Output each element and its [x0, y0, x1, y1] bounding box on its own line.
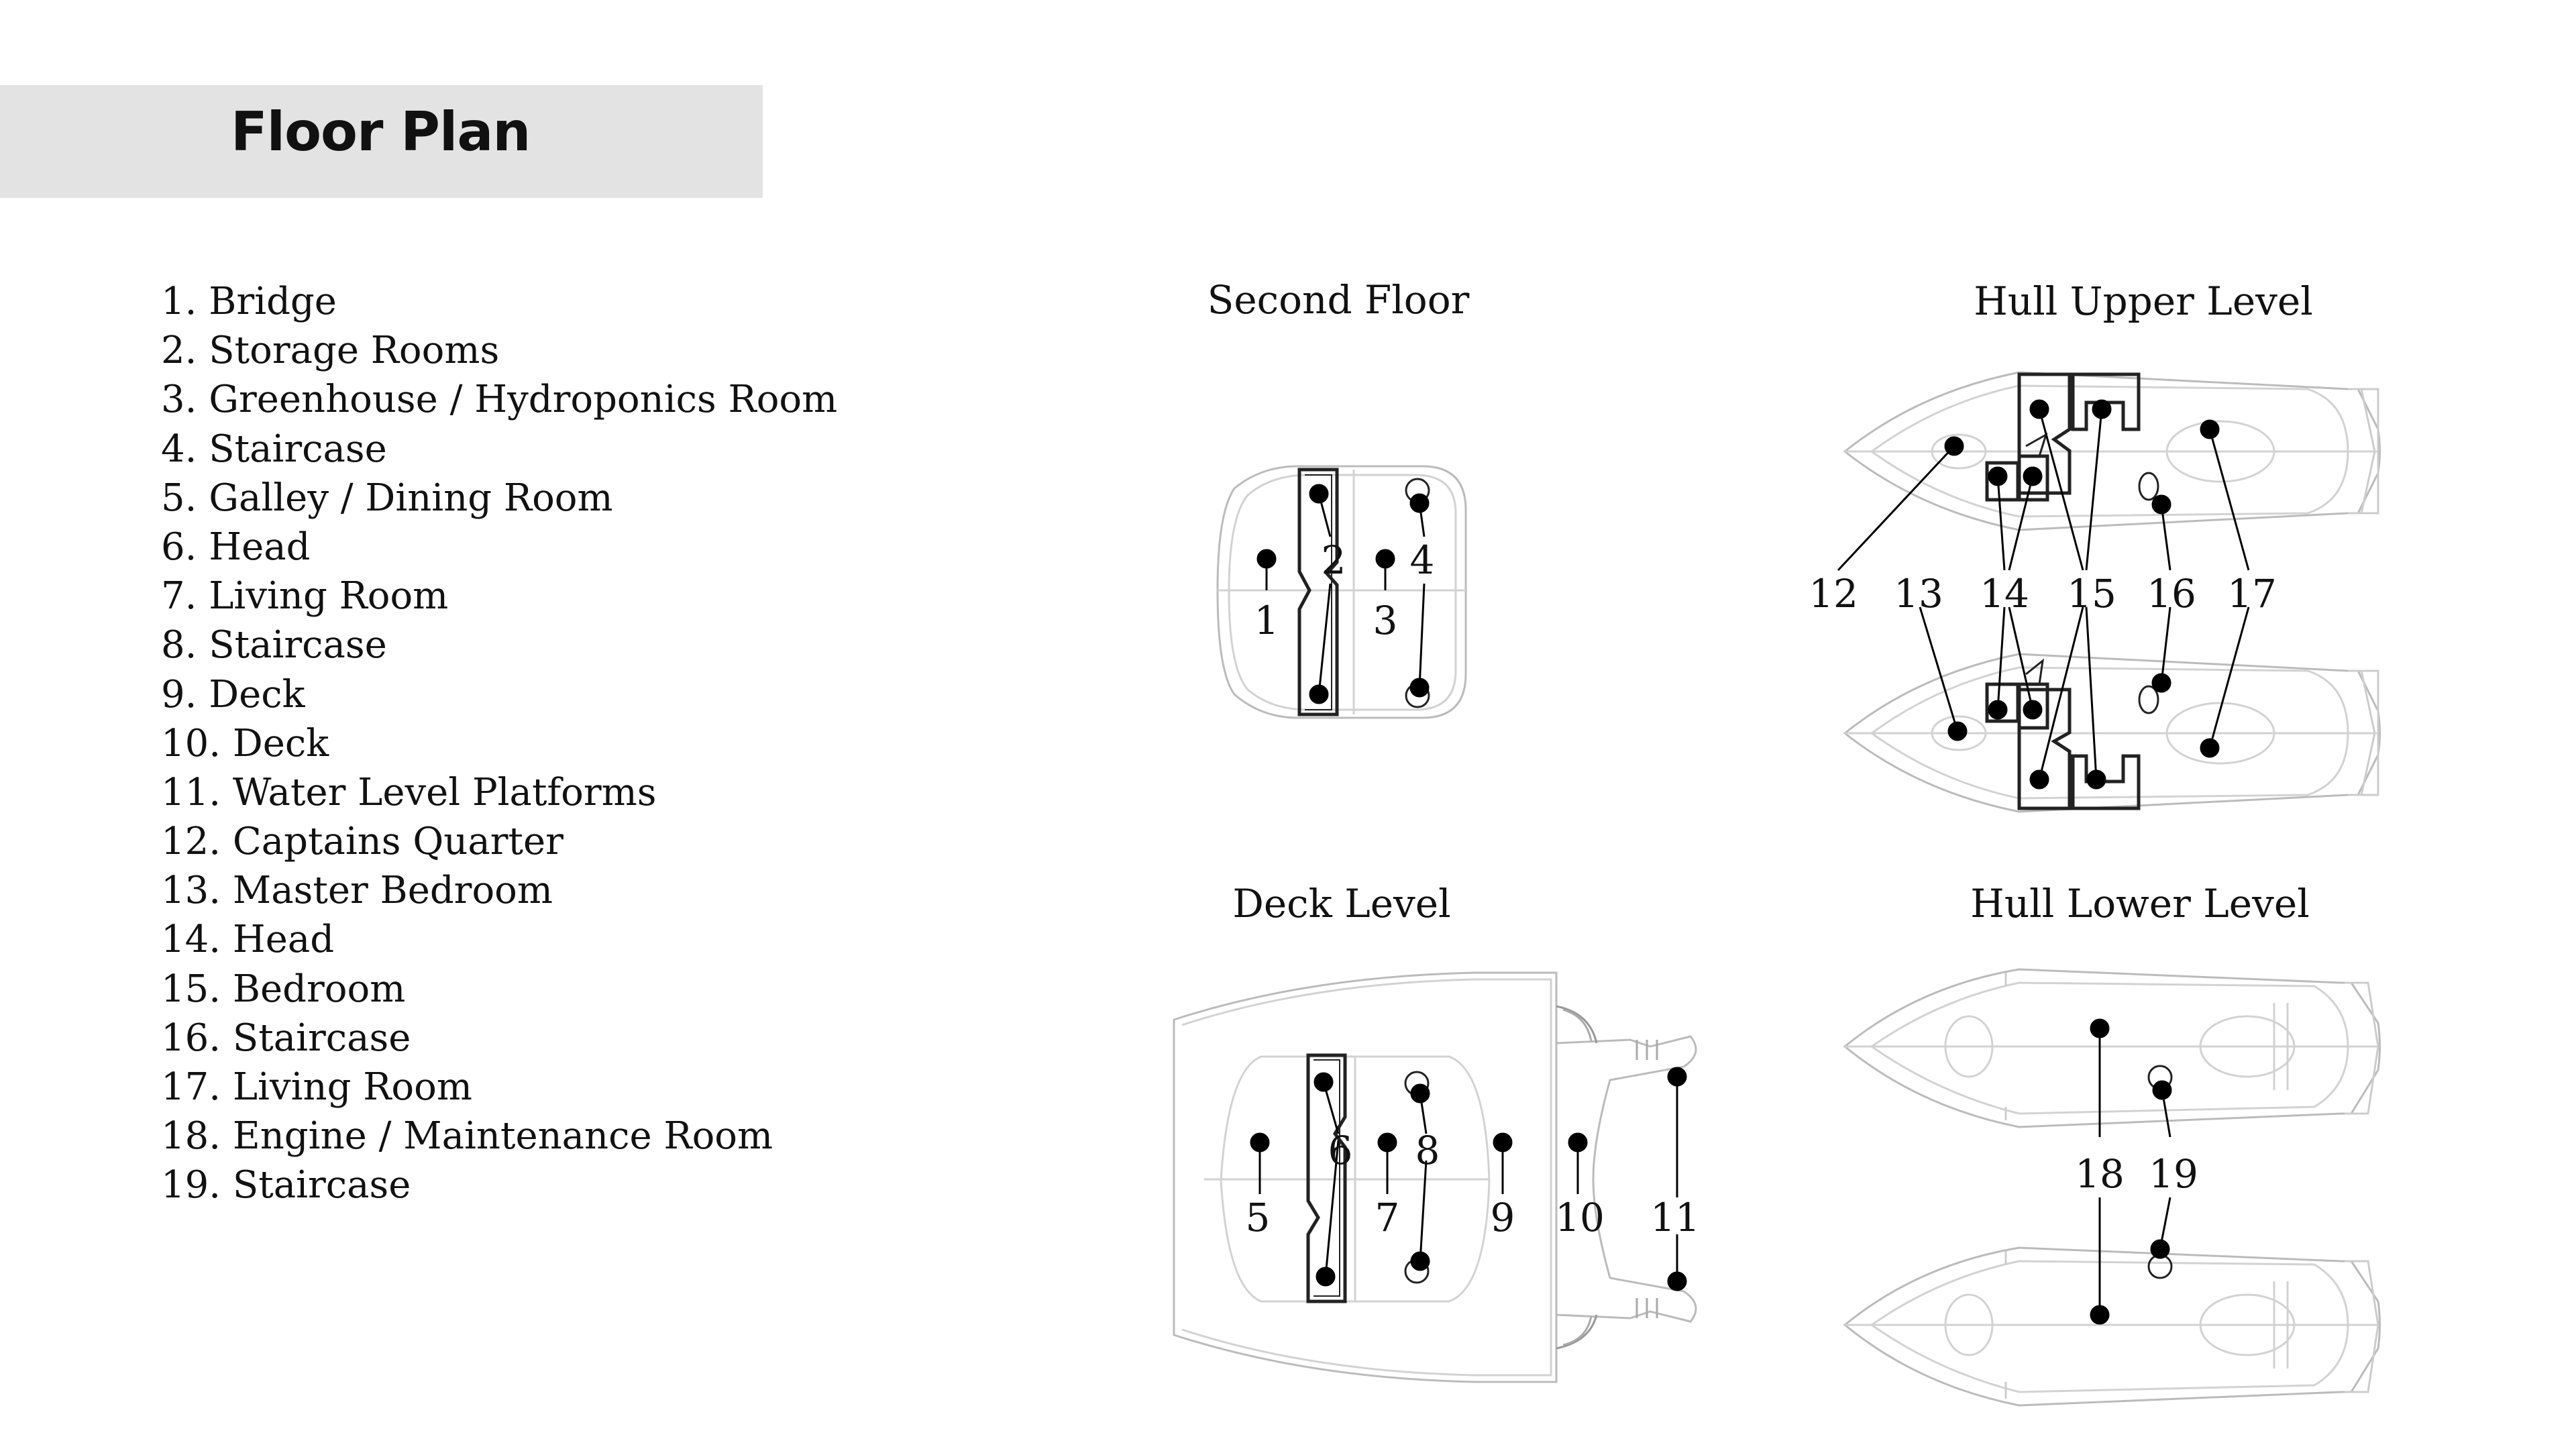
- marker-dot: [2151, 494, 2171, 515]
- marker-label: 8: [1415, 1128, 1440, 1173]
- legend-item: 13. Master Bedroom: [161, 869, 553, 913]
- marker-dot: [1256, 549, 1277, 569]
- legend-item: 18. Engine / Maintenance Room: [161, 1114, 773, 1159]
- marker-dot: [1409, 493, 1430, 513]
- marker-dot: [1309, 684, 1329, 704]
- legend-item: 6. Head: [161, 525, 311, 569]
- legend-item: 15. Bedroom: [161, 967, 406, 1011]
- marker-dot: [2152, 1080, 2172, 1100]
- marker-dot: [1375, 549, 1395, 569]
- marker-dot: [2023, 466, 2043, 486]
- marker-label: 7: [1375, 1195, 1400, 1240]
- legend-item: 1. Bridge: [161, 280, 337, 323]
- marker-label: 14: [1980, 571, 2029, 616]
- marker-dot: [1316, 1267, 1336, 1287]
- marker-label: 2: [1322, 537, 1346, 583]
- title-bar: [0, 85, 763, 198]
- marker-dot: [1250, 1132, 1270, 1152]
- marker-dot: [1944, 436, 1964, 456]
- legend-item: 8. Staircase: [161, 623, 387, 667]
- legend-item: 17. Living Room: [161, 1065, 472, 1109]
- marker-dot: [2092, 399, 2112, 419]
- legend-item: 9. Deck: [161, 672, 305, 716]
- marker-dot: [2090, 1305, 2110, 1325]
- hull-upper-markers: [1837, 399, 2250, 790]
- legend-item: 14. Head: [161, 918, 335, 962]
- legend-item: 2. Storage Rooms: [161, 329, 500, 373]
- marker-dot: [2200, 419, 2220, 439]
- marker-dot: [1313, 1072, 1334, 1092]
- marker-dot: [2029, 399, 2049, 419]
- marker-label: 17: [2227, 571, 2277, 616]
- marker-label: 15: [2067, 571, 2116, 616]
- marker-dot: [2200, 738, 2220, 758]
- marker-dot: [2029, 769, 2049, 790]
- deck-level-markers: [1250, 1067, 1687, 1291]
- marker-label: 11: [1650, 1195, 1700, 1240]
- legend-item: 12. Captains Quarter: [161, 820, 564, 864]
- hull-upper-plan: [1843, 371, 2381, 813]
- marker-dot: [1667, 1271, 1687, 1291]
- marker-dot: [2151, 673, 2171, 693]
- page-title: Floor Plan: [231, 101, 531, 163]
- marker-label: 6: [1328, 1128, 1353, 1173]
- second-floor-title: Second Floor: [1207, 277, 1470, 323]
- marker-label: 19: [2149, 1151, 2198, 1197]
- marker-label: 12: [1809, 571, 1858, 616]
- marker-label: 9: [1491, 1195, 1515, 1240]
- hull-lower-plan: [1843, 968, 2381, 1407]
- marker-label: 3: [1373, 598, 1398, 643]
- marker-label: 16: [2147, 571, 2196, 616]
- hull-lower-markers: [2090, 1018, 2172, 1325]
- deck-level-title: Deck Level: [1232, 881, 1451, 926]
- marker-dot: [1667, 1067, 1687, 1087]
- marker-dot: [1568, 1132, 1588, 1152]
- second-floor-markers: [1256, 484, 1430, 704]
- legend-item: 5. Galley / Dining Room: [161, 476, 613, 520]
- marker-label: 5: [1246, 1195, 1271, 1240]
- legend-item: 7. Living Room: [161, 574, 449, 619]
- marker-label: 4: [1410, 537, 1435, 583]
- marker-dot: [1947, 721, 1968, 741]
- marker-dot: [1409, 678, 1430, 698]
- legend-item: 4. Staircase: [161, 427, 387, 471]
- marker-dot: [1377, 1132, 1397, 1152]
- marker-dot: [1493, 1132, 1513, 1152]
- marker-dot: [1309, 484, 1329, 504]
- deck-level-plan: [1173, 971, 1697, 1383]
- marker-dot: [2086, 769, 2106, 790]
- marker-dot: [2090, 1018, 2110, 1038]
- legend-list: 1. Bridge 2. Storage Rooms 3. Greenhouse…: [161, 277, 837, 1210]
- marker-dot: [2150, 1239, 2170, 1259]
- hull-upper-rooms: [1985, 372, 2159, 810]
- marker-label: 18: [2075, 1151, 2125, 1197]
- hull-upper-title: Hull Upper Level: [1974, 278, 2313, 324]
- marker-dot: [1410, 1251, 1430, 1271]
- marker-label: 10: [1555, 1195, 1605, 1240]
- legend-item: 10. Deck: [161, 721, 329, 765]
- marker-dot: [2023, 700, 2043, 720]
- marker-dot: [1988, 466, 2008, 486]
- legend-item: 19. Staircase: [161, 1163, 411, 1208]
- legend-item: 16. Staircase: [161, 1016, 411, 1060]
- legend-item: 11. Water Level Platforms: [161, 770, 657, 814]
- marker-label: 13: [1894, 571, 1943, 616]
- marker-label: 1: [1254, 598, 1279, 643]
- marker-dot: [1410, 1083, 1430, 1104]
- legend-item: 3. Greenhouse / Hydroponics Room: [161, 378, 838, 422]
- marker-dot: [1988, 700, 2008, 720]
- hull-lower-title: Hull Lower Level: [1970, 881, 2310, 926]
